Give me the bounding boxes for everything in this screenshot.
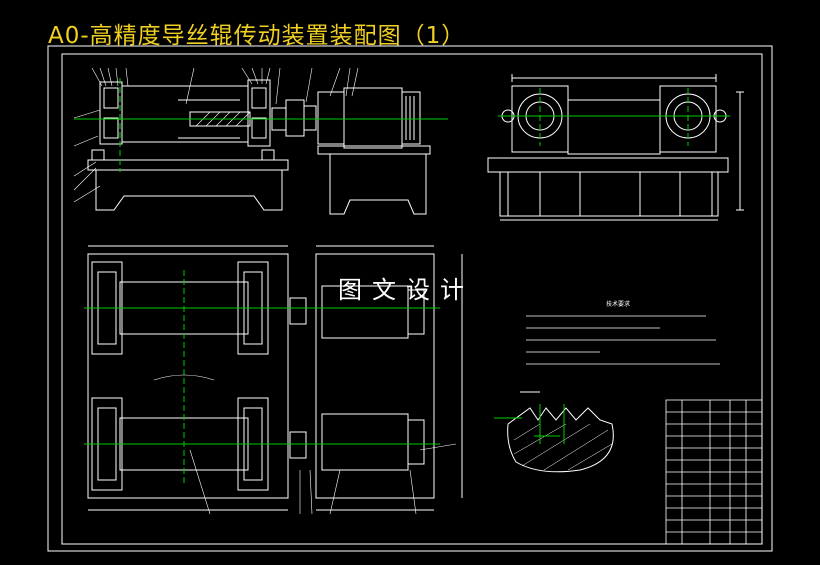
front-view [87, 79, 431, 215]
outer-frame [47, 45, 773, 552]
side-view [487, 74, 744, 221]
parts-list [665, 399, 763, 545]
thread-detail [507, 391, 614, 473]
watermark-text: 图文设计 [338, 276, 474, 304]
technical-notes [526, 315, 720, 365]
inner-frame [61, 53, 763, 545]
tech-notes-title: 技术要求 [606, 300, 630, 308]
drawing-title: A0-高精度导丝辊传动装置装配图（1） [48, 23, 466, 49]
